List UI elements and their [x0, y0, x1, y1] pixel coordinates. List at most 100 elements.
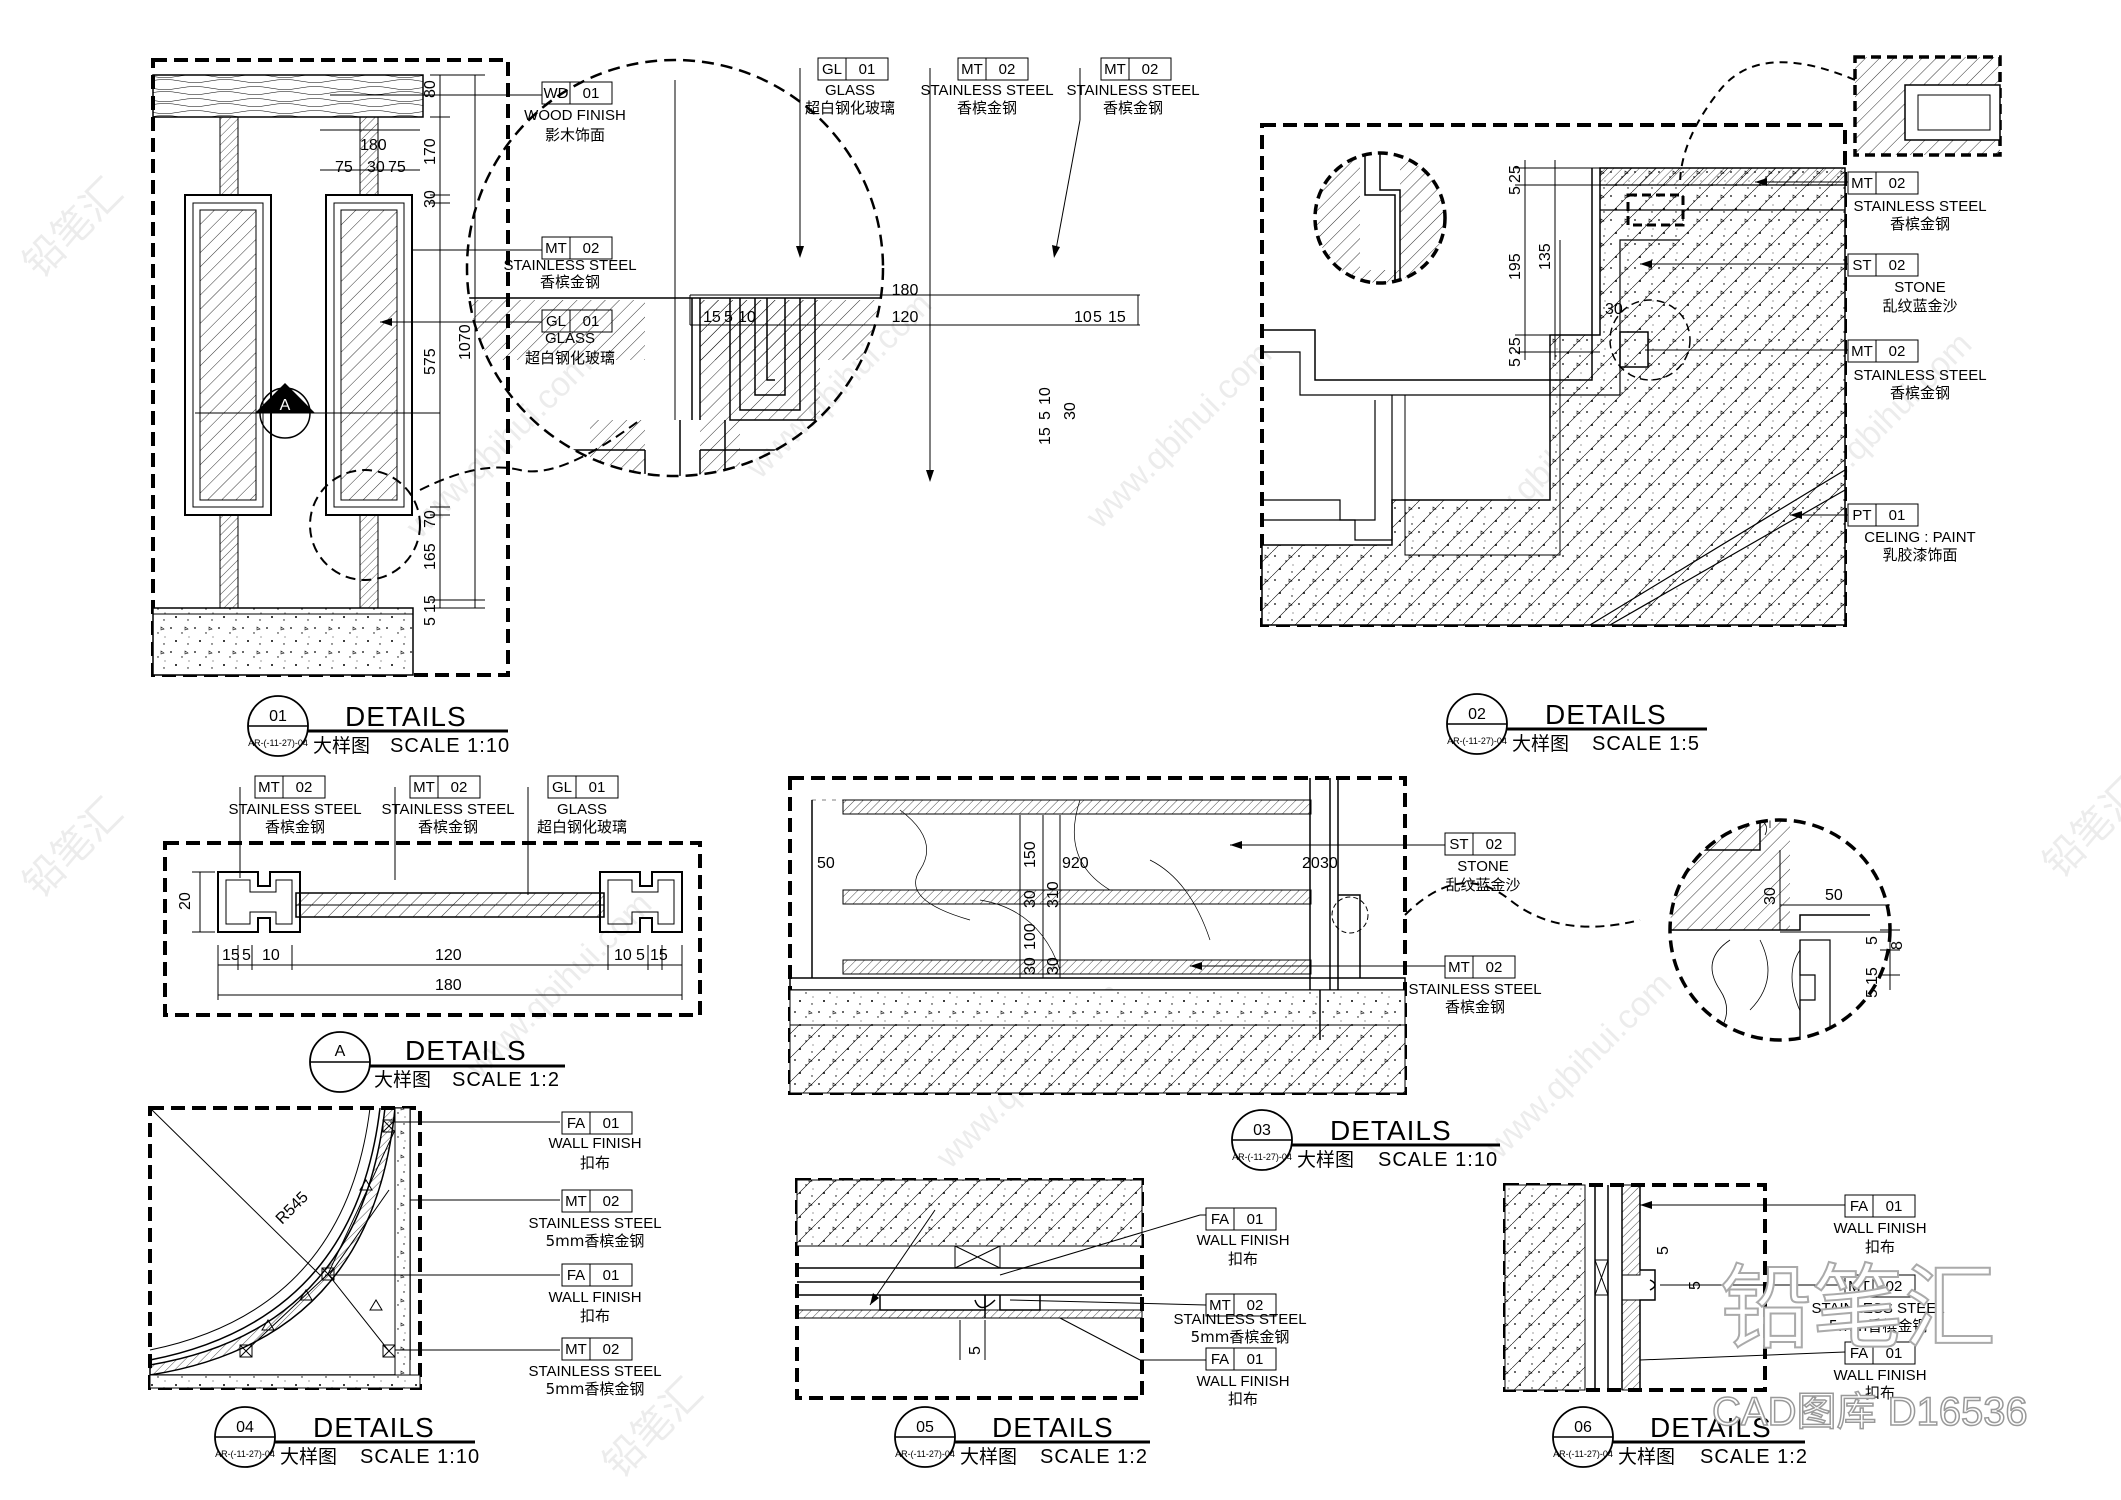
svg-text:MT: MT	[1851, 343, 1873, 360]
svg-text:01: 01	[269, 708, 287, 725]
svg-text:02: 02	[1486, 836, 1503, 853]
svg-text:15: 15	[703, 309, 721, 326]
svg-text:GLASS: GLASS	[557, 801, 607, 818]
svg-text:180: 180	[892, 282, 919, 299]
svg-text:GL: GL	[822, 61, 842, 78]
title-block-05: 05 AR-(-11-27)-04 DETAILS 大样图 SCALE 1:2	[894, 1406, 1150, 1468]
svg-text:50: 50	[817, 855, 835, 872]
tag-gl01-dA: GL 01 GLASS 超白钢化玻璃	[527, 775, 627, 895]
svg-text:02: 02	[296, 779, 313, 796]
svg-text:150: 150	[1022, 841, 1039, 868]
tag-gl01-circle: GL 01 GLASS 超白钢化玻璃	[796, 57, 895, 258]
svg-text:5: 5	[1093, 309, 1102, 326]
tag-fa01-d05-a: FA 01 WALL FINISH 扣布	[999, 1207, 1290, 1276]
svg-text:120: 120	[892, 309, 919, 326]
svg-text:超白钢化玻璃: 超白钢化玻璃	[537, 818, 627, 836]
svg-text:大样图: 大样图	[1297, 1149, 1354, 1171]
svg-text:SCALE 1:10: SCALE 1:10	[1378, 1149, 1498, 1171]
svg-text:06: 06	[1574, 1419, 1592, 1436]
svg-text:02: 02	[583, 240, 600, 257]
svg-text:SCALE 1:10: SCALE 1:10	[360, 1446, 480, 1468]
svg-text:WALL FINISH: WALL FINISH	[548, 1289, 641, 1306]
svg-text:乱纹蓝金沙: 乱纹蓝金沙	[1882, 297, 1957, 315]
svg-text:乱纹蓝金沙: 乱纹蓝金沙	[1445, 876, 1520, 894]
watermark-brand: 铅笔汇	[2035, 770, 2121, 887]
svg-text:SCALE 1:2: SCALE 1:2	[452, 1069, 560, 1091]
svg-text:WOOD FINISH: WOOD FINISH	[524, 107, 626, 124]
svg-text:15: 15	[1037, 427, 1054, 445]
svg-text:GLASS: GLASS	[825, 82, 875, 99]
tag-mt02-d04-a: MT 02 STAINLESS STEEL 5mm香槟金钢	[410, 1189, 662, 1250]
svg-text:大样图: 大样图	[1512, 733, 1569, 755]
svg-text:02: 02	[451, 779, 468, 796]
svg-text:25: 25	[1507, 337, 1524, 355]
svg-text:MT: MT	[1104, 61, 1126, 78]
detail-04-curved-wall: R545	[148, 1106, 422, 1390]
svg-text:大样图: 大样图	[960, 1446, 1017, 1468]
svg-text:乳胶漆饰面: 乳胶漆饰面	[1882, 546, 1957, 564]
svg-text:DETAILS: DETAILS	[313, 1412, 435, 1443]
svg-text:STONE: STONE	[1894, 279, 1945, 296]
svg-text:STAINLESS STEEL: STAINLESS STEEL	[920, 82, 1053, 99]
svg-text:STAINLESS STEEL: STAINLESS STEEL	[503, 257, 636, 274]
svg-text:STAINLESS STEEL: STAINLESS STEEL	[228, 801, 361, 818]
svg-text:STAINLESS STEEL: STAINLESS STEEL	[1066, 82, 1199, 99]
svg-text:920: 920	[1062, 855, 1089, 872]
brand-stamp-cn: 铅笔汇	[1720, 1255, 1996, 1362]
svg-text:25: 25	[1507, 165, 1524, 183]
svg-text:AR-(-11-27)-04: AR-(-11-27)-04	[1447, 736, 1507, 746]
svg-text:120: 120	[435, 947, 462, 964]
svg-text:01: 01	[859, 61, 876, 78]
svg-text:AR-(-11-27)-04: AR-(-11-27)-04	[215, 1449, 275, 1459]
tag-pt01-d02: PT 01 CELING : PAINT 乳胶漆饰面	[1790, 503, 1976, 564]
svg-text:02: 02	[603, 1341, 620, 1358]
svg-text:MT: MT	[1209, 1297, 1231, 1314]
section-marker-label: A	[280, 397, 291, 414]
dim-575: 575	[422, 348, 439, 375]
svg-text:5: 5	[1037, 411, 1054, 420]
tag-mt02-d02-a: MT 02 STAINLESS STEEL 香槟金钢	[1755, 171, 1987, 233]
svg-text:01: 01	[1247, 1211, 1264, 1228]
svg-text:DETAILS: DETAILS	[992, 1412, 1114, 1443]
svg-text:STAINLESS STEEL: STAINLESS STEEL	[381, 801, 514, 818]
svg-text:大样图: 大样图	[313, 735, 370, 757]
svg-text:大样图: 大样图	[374, 1069, 431, 1091]
svg-text:大样图: 大样图	[1618, 1446, 1675, 1468]
svg-text:10: 10	[1037, 387, 1054, 405]
dim-180: 180	[360, 137, 387, 154]
svg-text:香槟金钢: 香槟金钢	[1890, 215, 1950, 233]
svg-text:01: 01	[583, 85, 600, 102]
svg-text:30: 30	[1045, 957, 1062, 975]
svg-text:5: 5	[1864, 989, 1881, 998]
tag-mt02-d05: MT 02 STAINLESS STEEL 5mm香槟金钢	[1009, 1293, 1307, 1346]
svg-text:10: 10	[738, 309, 756, 326]
tag-fa01-d05-b: FA 01 WALL FINISH 扣布	[1059, 1317, 1290, 1408]
svg-text:5: 5	[636, 947, 645, 964]
svg-text:GL: GL	[552, 779, 572, 796]
detail-02-ceiling-section: 25 5 195 135 25 5 30	[1260, 55, 2002, 627]
svg-text:扣布: 扣布	[1865, 1238, 1895, 1256]
svg-text:扣布: 扣布	[1865, 1384, 1895, 1402]
svg-text:WALL FINISH: WALL FINISH	[1196, 1232, 1289, 1249]
svg-text:香槟金钢: 香槟金钢	[540, 273, 600, 291]
svg-text:01: 01	[589, 779, 606, 796]
dim-15: 15	[422, 595, 439, 613]
svg-text:5: 5	[1655, 1246, 1672, 1255]
dim-165: 165	[422, 543, 439, 570]
svg-text:5mm香槟金钢: 5mm香槟金钢	[1829, 1317, 1928, 1335]
tag-mt02-d03: MT 02 STAINLESS STEEL 香槟金钢	[1190, 955, 1542, 1016]
title-block-04: 04 AR-(-11-27)-04 DETAILS 大样图 SCALE 1:10	[214, 1406, 480, 1468]
svg-text:01: 01	[603, 1267, 620, 1284]
svg-text:WALL FINISH: WALL FINISH	[548, 1135, 641, 1152]
detail-circle-zoom-3: 30 50 5 8 15 5	[1668, 818, 1906, 1042]
svg-text:195: 195	[1507, 253, 1524, 280]
tag-wd01: WD 01 WOOD FINISH 影木饰面	[330, 81, 626, 144]
tag-mt02-circle-a: MT 02 STAINLESS STEEL 香槟金钢	[920, 57, 1054, 482]
svg-text:03: 03	[1253, 1122, 1271, 1139]
tag-fa01-d06-b: FA 01 WALL FINISH 扣布	[1639, 1341, 1927, 1402]
svg-text:DETAILS: DETAILS	[1545, 699, 1667, 730]
svg-text:100: 100	[1022, 923, 1039, 950]
svg-text:WALL FINISH: WALL FINISH	[1196, 1373, 1289, 1390]
tag-mt02-dA-b: MT 02 STAINLESS STEEL 香槟金钢	[381, 775, 515, 880]
